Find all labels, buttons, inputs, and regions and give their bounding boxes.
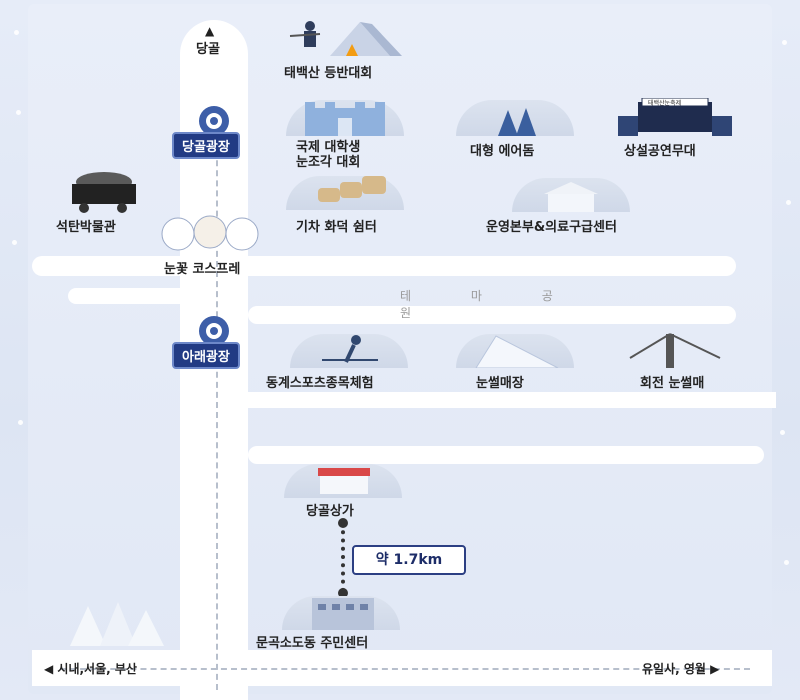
distance-badge: 약 1.7km <box>352 545 466 575</box>
danggol-plaza-badge: 당골광장 <box>172 132 240 159</box>
slope-icon <box>466 330 562 372</box>
road-lower-1 <box>248 392 776 408</box>
rotating-sled-icon <box>610 328 736 376</box>
snow-sparkle <box>786 200 791 205</box>
snow-sparkle <box>16 110 21 115</box>
coal-cart-icon <box>66 170 142 218</box>
hq-label: 운영본부&의료구급센터 <box>486 220 617 235</box>
coal-museum-label: 석탄박물관 <box>56 220 116 235</box>
road-centerline-bottom <box>60 668 750 670</box>
winter-sports-label: 동계스포츠종목체험 <box>266 376 374 391</box>
stage-label: 상설공연무대 <box>624 144 696 159</box>
skier-icon <box>316 334 386 372</box>
snow-sparkle <box>12 240 17 245</box>
cosplay-label: 눈꽃 코스프레 <box>164 262 241 277</box>
right-direction-label: 유일사, 영월 ▶ <box>642 662 720 676</box>
shop-icon <box>316 464 372 498</box>
sledding-label: 눈썰매장 <box>476 376 524 391</box>
trees-icon <box>488 106 548 140</box>
left-direction-label: ◀ 시내,서울, 부산 <box>44 662 137 676</box>
danggol-shop-label: 당골상가 <box>306 504 354 519</box>
north-arrow-icon: ▲ <box>205 24 215 38</box>
snow-trees-icon <box>60 600 170 650</box>
hq-tent-icon <box>540 180 602 216</box>
distance-connector <box>341 522 345 592</box>
community-center-label: 문곡소도동 주민센터 <box>256 636 369 651</box>
train-shelter-label: 기차 화덕 쉼터 <box>296 220 377 235</box>
theme-park-label: 테 마 공 원 <box>400 289 581 320</box>
stage-sign: 태백산눈축제 <box>648 100 682 107</box>
danggol-top-label: 당골 <box>196 42 220 57</box>
lower-plaza-badge: 아래광장 <box>172 342 240 369</box>
cosplay-characters-icon <box>148 212 272 260</box>
snow-sparkle <box>14 30 19 35</box>
road-centerline <box>216 130 218 690</box>
hikers-tent-icon <box>280 14 410 60</box>
snow-sparkle <box>18 420 23 425</box>
train-icon <box>318 174 402 210</box>
castle-icon <box>300 100 390 136</box>
stage-icon <box>618 97 732 138</box>
igloo-label: 대형 에어돔 <box>470 144 535 159</box>
taebaeksan-label: 태백산 등반대회 <box>284 66 373 81</box>
building-icon <box>312 596 374 634</box>
road-theme-right <box>248 306 736 324</box>
snow-sparkle <box>782 40 787 45</box>
tent-icon <box>289 21 402 56</box>
rotating-sled-label: 회전 눈썰매 <box>640 376 705 391</box>
road-theme-top <box>68 288 248 304</box>
snow-sparkle <box>784 560 789 565</box>
road-cosplay <box>32 256 736 276</box>
snow-sparkle <box>780 430 785 435</box>
connector-end-dot <box>338 588 348 598</box>
road-lower-2 <box>248 446 764 464</box>
